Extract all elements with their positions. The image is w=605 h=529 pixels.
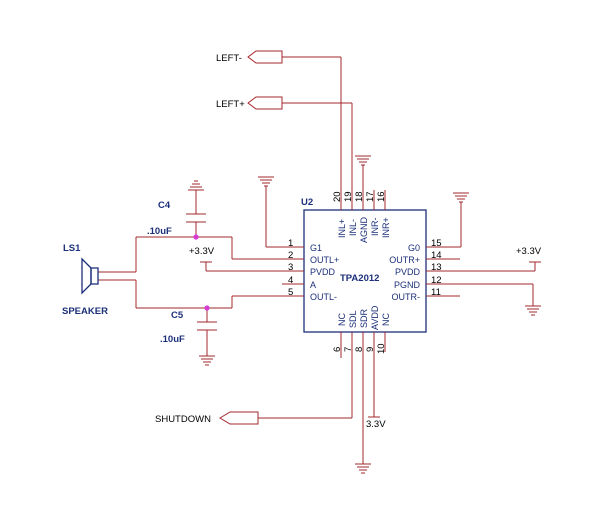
port-shutdown: SHUTDOWN — [155, 352, 353, 425]
pin-name: INL- — [348, 219, 358, 236]
ic-bottom-pins: 6 7 8 9 10 NC SDL SDR AVDD NC — [332, 305, 391, 354]
pin-name: AVDD — [370, 305, 380, 330]
pin-number: 8 — [354, 347, 365, 352]
pin-name: INR- — [370, 218, 380, 237]
capacitor-ref: C5 — [171, 310, 184, 321]
power-label: 3.3V — [366, 419, 386, 430]
pin-name: PGND — [394, 280, 421, 290]
ground-symbol-sdr — [355, 352, 371, 474]
pin-number: 15 — [431, 238, 442, 249]
pin-number: 5 — [288, 287, 293, 298]
pin-number: 2 — [288, 250, 293, 261]
capacitor-value: .10uF — [160, 334, 185, 345]
capacitor-value: .10uF — [147, 226, 172, 237]
ground-symbol-agnd — [355, 155, 371, 190]
pin-name: SDR — [359, 308, 369, 328]
pin-name: OUTR- — [392, 292, 421, 302]
pin-number: 12 — [431, 275, 442, 286]
pin-number: 6 — [332, 347, 343, 352]
junction-dot — [193, 234, 199, 240]
pin-number: 16 — [376, 191, 387, 202]
ic-reference: U2 — [301, 197, 313, 208]
pin-name: PVDD — [395, 267, 421, 277]
port-label: LEFT- — [216, 53, 242, 64]
ic-part-number: TPA2012 — [340, 273, 379, 284]
power-label: +3.3V — [189, 246, 215, 257]
pin-number: 13 — [431, 262, 442, 273]
pin-number: 18 — [354, 191, 365, 202]
ground-symbol-pgnd — [460, 283, 541, 316]
pin-name: OUTR+ — [389, 255, 420, 265]
speaker-ls1: LS1 SPEAKER — [62, 237, 137, 317]
pin-number: 3 — [288, 262, 293, 273]
capacitor-c5: C5 .10uF — [136, 295, 282, 366]
ground-symbol-g0 — [453, 192, 469, 248]
pin-number: 20 — [332, 191, 343, 202]
pin-name: OUTL- — [310, 292, 337, 302]
pin-number: 4 — [288, 275, 293, 286]
power-label: +3.3V — [516, 246, 542, 257]
junction-dot — [204, 305, 210, 311]
capacitor-ref: C4 — [158, 200, 171, 211]
pin-number: 14 — [431, 250, 442, 261]
power-right-3v3: +3.3V — [460, 246, 542, 272]
pin-name: PVDD — [310, 267, 336, 277]
port-label: SHUTDOWN — [155, 414, 211, 425]
pin-number: 1 — [288, 238, 293, 249]
pin-name: G1 — [310, 243, 322, 253]
pin-number: 9 — [365, 347, 376, 352]
ic-top-pins: 20 19 18 17 16 INL+ INL- AGND INR- INR+ — [332, 190, 391, 243]
power-left-3v3: +3.3V — [189, 246, 282, 272]
pin-number: 10 — [376, 343, 387, 354]
ic-left-pins: 1 2 3 4 5 G1 OUTL+ PVDD A OUTL- — [282, 238, 339, 302]
speaker-ref: LS1 — [63, 243, 81, 254]
pin-number: 17 — [365, 191, 376, 202]
power-avdd-3v3: 3.3V — [366, 352, 386, 430]
port-label: LEFT+ — [216, 99, 245, 110]
port-left-plus: LEFT+ — [216, 96, 353, 190]
pin-name: NC — [381, 313, 391, 326]
speaker-value: SPEAKER — [62, 306, 108, 317]
pin-name: INL+ — [337, 219, 347, 238]
capacitor-c4: C4 .10uF — [136, 180, 282, 260]
ground-symbol-g1 — [258, 176, 282, 248]
pin-name: INR+ — [381, 217, 391, 238]
pin-name: A — [310, 280, 316, 290]
pin-number: 7 — [343, 347, 354, 352]
pin-name: SDL — [348, 310, 358, 328]
pin-number: 19 — [343, 191, 354, 202]
ic-right-pins: 15 14 13 12 11 G0 OUTR+ PVDD PGND OUTR- — [389, 238, 460, 302]
pin-name: NC — [337, 313, 347, 326]
pin-name: OUTL+ — [310, 255, 339, 265]
pin-name: AGND — [359, 216, 369, 243]
port-left-minus: LEFT- — [216, 50, 342, 190]
pin-name: G0 — [408, 243, 420, 253]
pin-number: 11 — [431, 287, 441, 298]
